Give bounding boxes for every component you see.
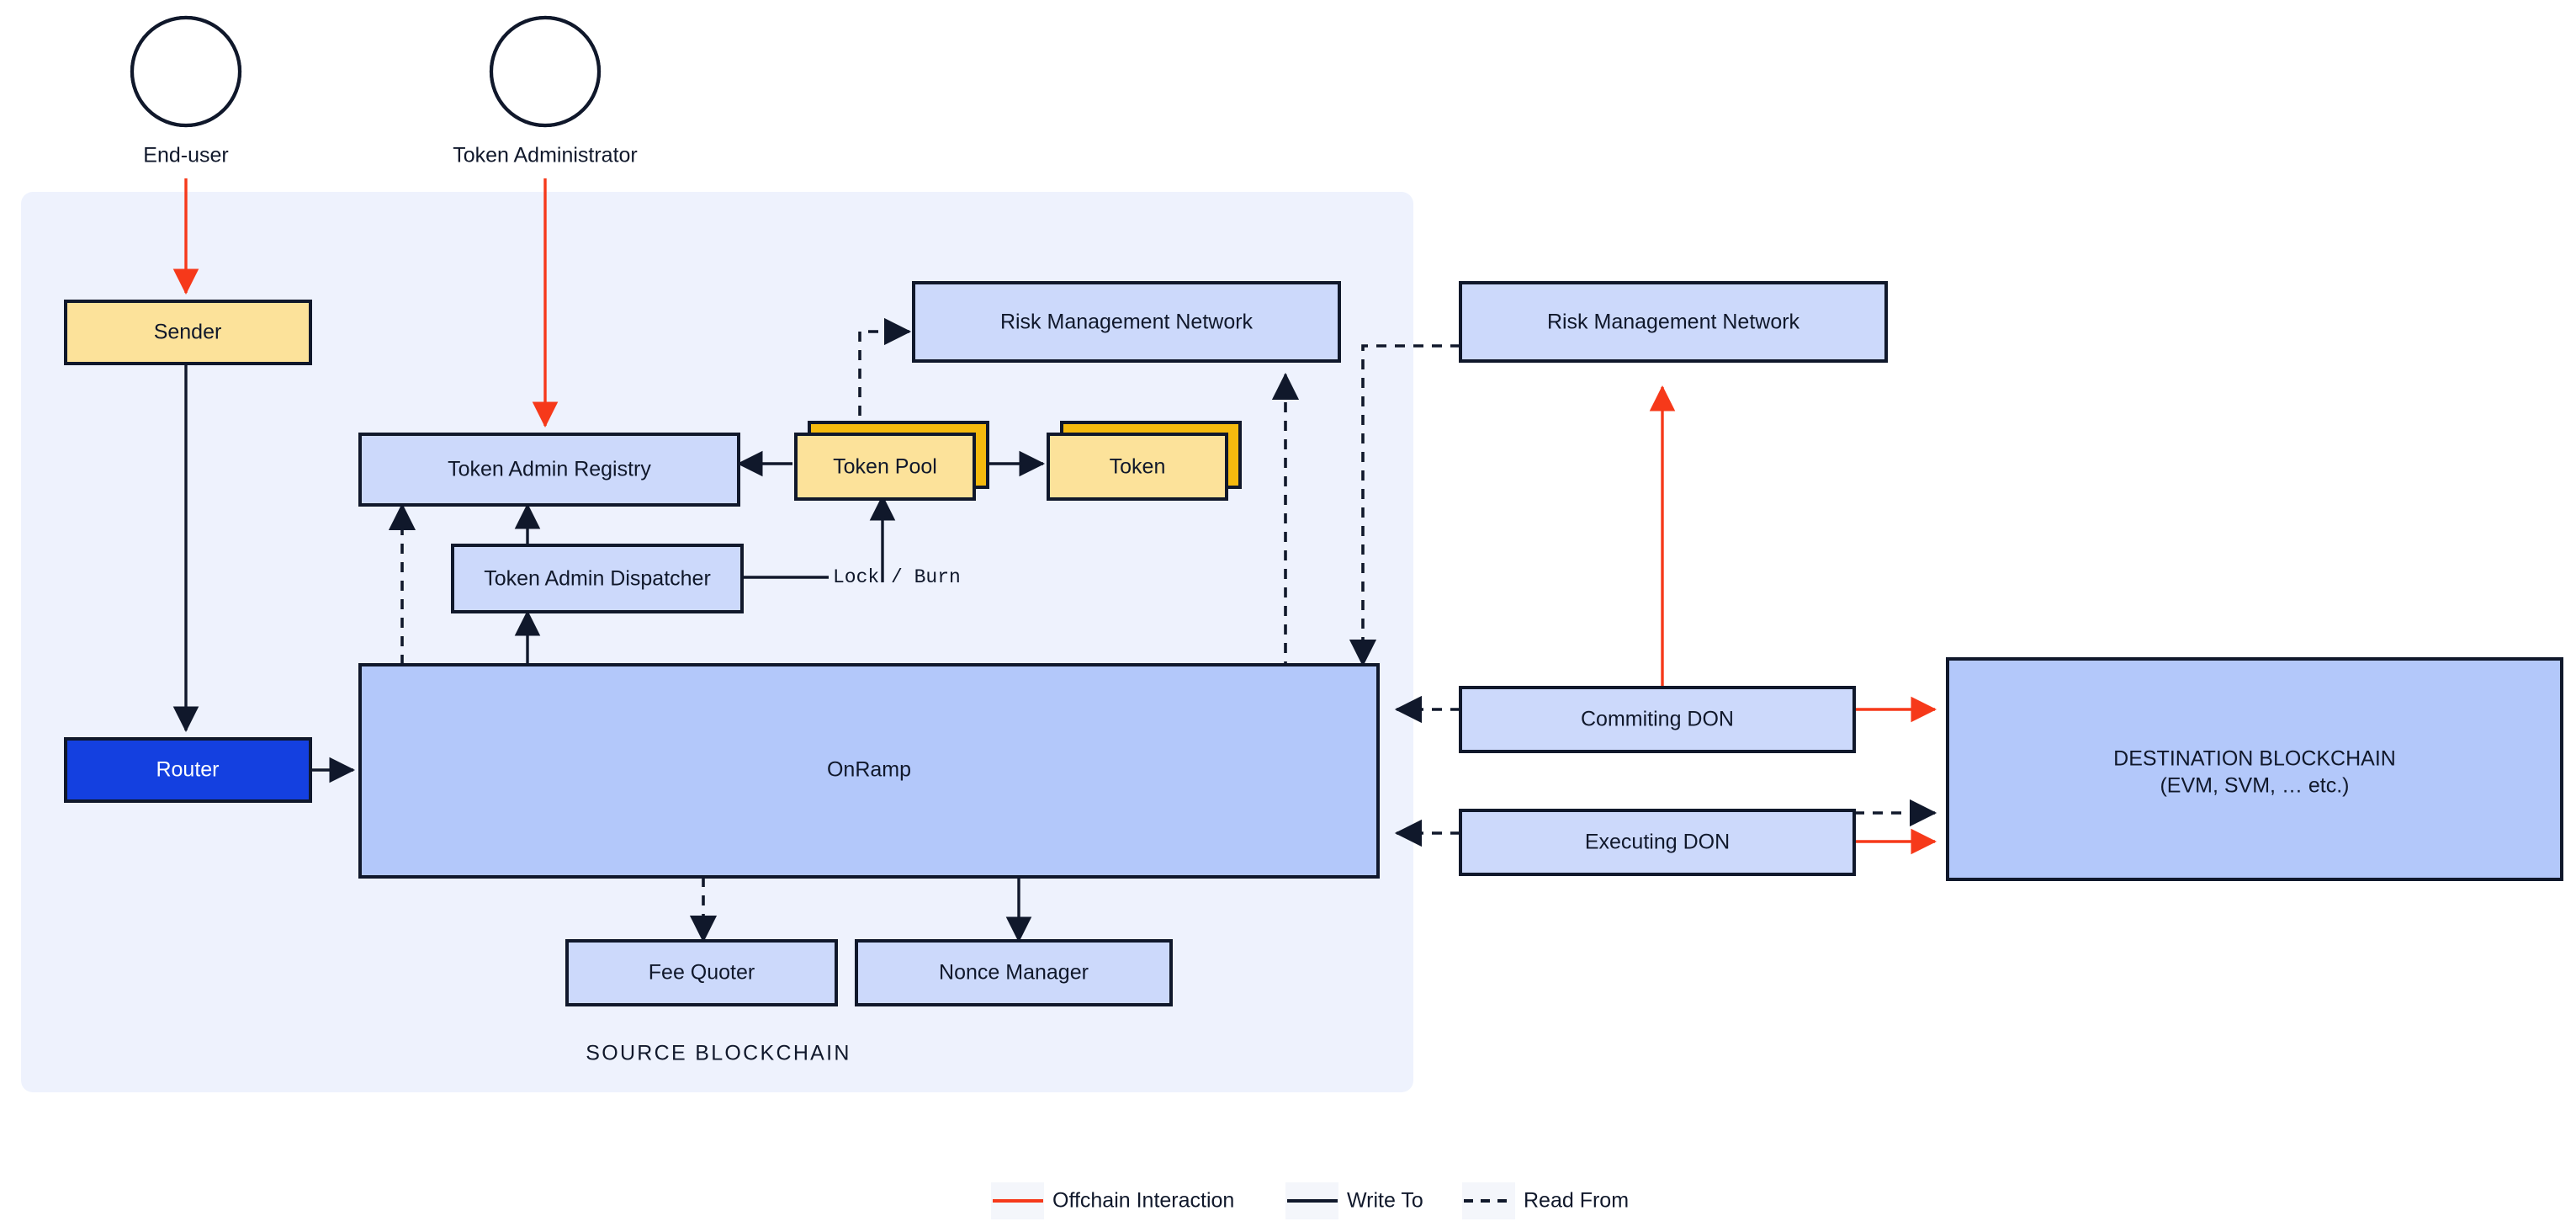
legend: Offchain Interaction Write To Read From bbox=[991, 1182, 1629, 1219]
node-token[interactable]: Token bbox=[1047, 421, 1242, 501]
legend-label-read-from: Read From bbox=[1524, 1189, 1629, 1213]
node-sender-label: Sender bbox=[154, 321, 222, 344]
node-destination-blockchain-line1: DESTINATION BLOCKCHAIN bbox=[2113, 747, 2396, 771]
node-token-label: Token bbox=[1110, 455, 1166, 479]
node-token-admin-dispatcher[interactable]: Token Admin Dispatcher bbox=[451, 544, 744, 613]
avatar-end-user-label: End-user bbox=[143, 144, 228, 167]
node-commiting-don[interactable]: Commiting DON bbox=[1459, 686, 1856, 753]
annotation-lock-burn: Lock / Burn bbox=[833, 566, 961, 588]
node-fee-quoter-label: Fee Quoter bbox=[649, 961, 755, 985]
node-destination-blockchain-line2: (EVM, SVM, … etc.) bbox=[2160, 774, 2349, 798]
legend-label-write-to: Write To bbox=[1347, 1189, 1423, 1213]
avatar-token-administrator-label: Token Administrator bbox=[453, 144, 638, 167]
node-token-admin-dispatcher-label: Token Admin Dispatcher bbox=[484, 567, 711, 591]
avatar-end-user bbox=[130, 15, 242, 128]
node-token-pool-label: Token Pool bbox=[833, 455, 937, 479]
node-destination-blockchain[interactable]: DESTINATION BLOCKCHAIN (EVM, SVM, … etc.… bbox=[1946, 657, 2563, 881]
legend-item-write-to: Write To bbox=[1285, 1182, 1423, 1219]
node-executing-don[interactable]: Executing DON bbox=[1459, 809, 1856, 876]
legend-item-offchain-interaction: Offchain Interaction bbox=[991, 1182, 1234, 1219]
node-risk-management-network-source-label: Risk Management Network bbox=[1000, 311, 1254, 334]
node-sender[interactable]: Sender bbox=[64, 300, 312, 365]
legend-item-read-from: Read From bbox=[1462, 1182, 1629, 1219]
node-nonce-manager-label: Nonce Manager bbox=[939, 961, 1089, 985]
source-blockchain-zone-label: SOURCE BLOCKCHAIN bbox=[586, 1042, 851, 1065]
node-fee-quoter[interactable]: Fee Quoter bbox=[565, 939, 838, 1006]
node-token-admin-registry-label: Token Admin Registry bbox=[448, 458, 651, 481]
node-risk-management-network-offchain-label: Risk Management Network bbox=[1547, 311, 1800, 334]
node-nonce-manager[interactable]: Nonce Manager bbox=[855, 939, 1173, 1006]
node-onramp[interactable]: OnRamp bbox=[358, 663, 1380, 879]
edge-rmn-offchain-to-onramp bbox=[1349, 344, 1460, 667]
legend-label-offchain-interaction: Offchain Interaction bbox=[1052, 1189, 1234, 1213]
node-token-admin-registry[interactable]: Token Admin Registry bbox=[358, 433, 740, 507]
node-commiting-don-label: Commiting DON bbox=[1581, 708, 1734, 731]
node-risk-management-network-source[interactable]: Risk Management Network bbox=[912, 281, 1341, 363]
node-executing-don-label: Executing DON bbox=[1585, 831, 1730, 854]
node-router-label: Router bbox=[156, 758, 219, 782]
node-risk-management-network-offchain[interactable]: Risk Management Network bbox=[1459, 281, 1888, 363]
node-router[interactable]: Router bbox=[64, 737, 312, 803]
edge-token-pool-to-rmn-source bbox=[858, 317, 912, 434]
avatar-token-administrator bbox=[489, 15, 602, 128]
node-token-pool[interactable]: Token Pool bbox=[794, 421, 989, 501]
node-onramp-label: OnRamp bbox=[827, 758, 911, 782]
